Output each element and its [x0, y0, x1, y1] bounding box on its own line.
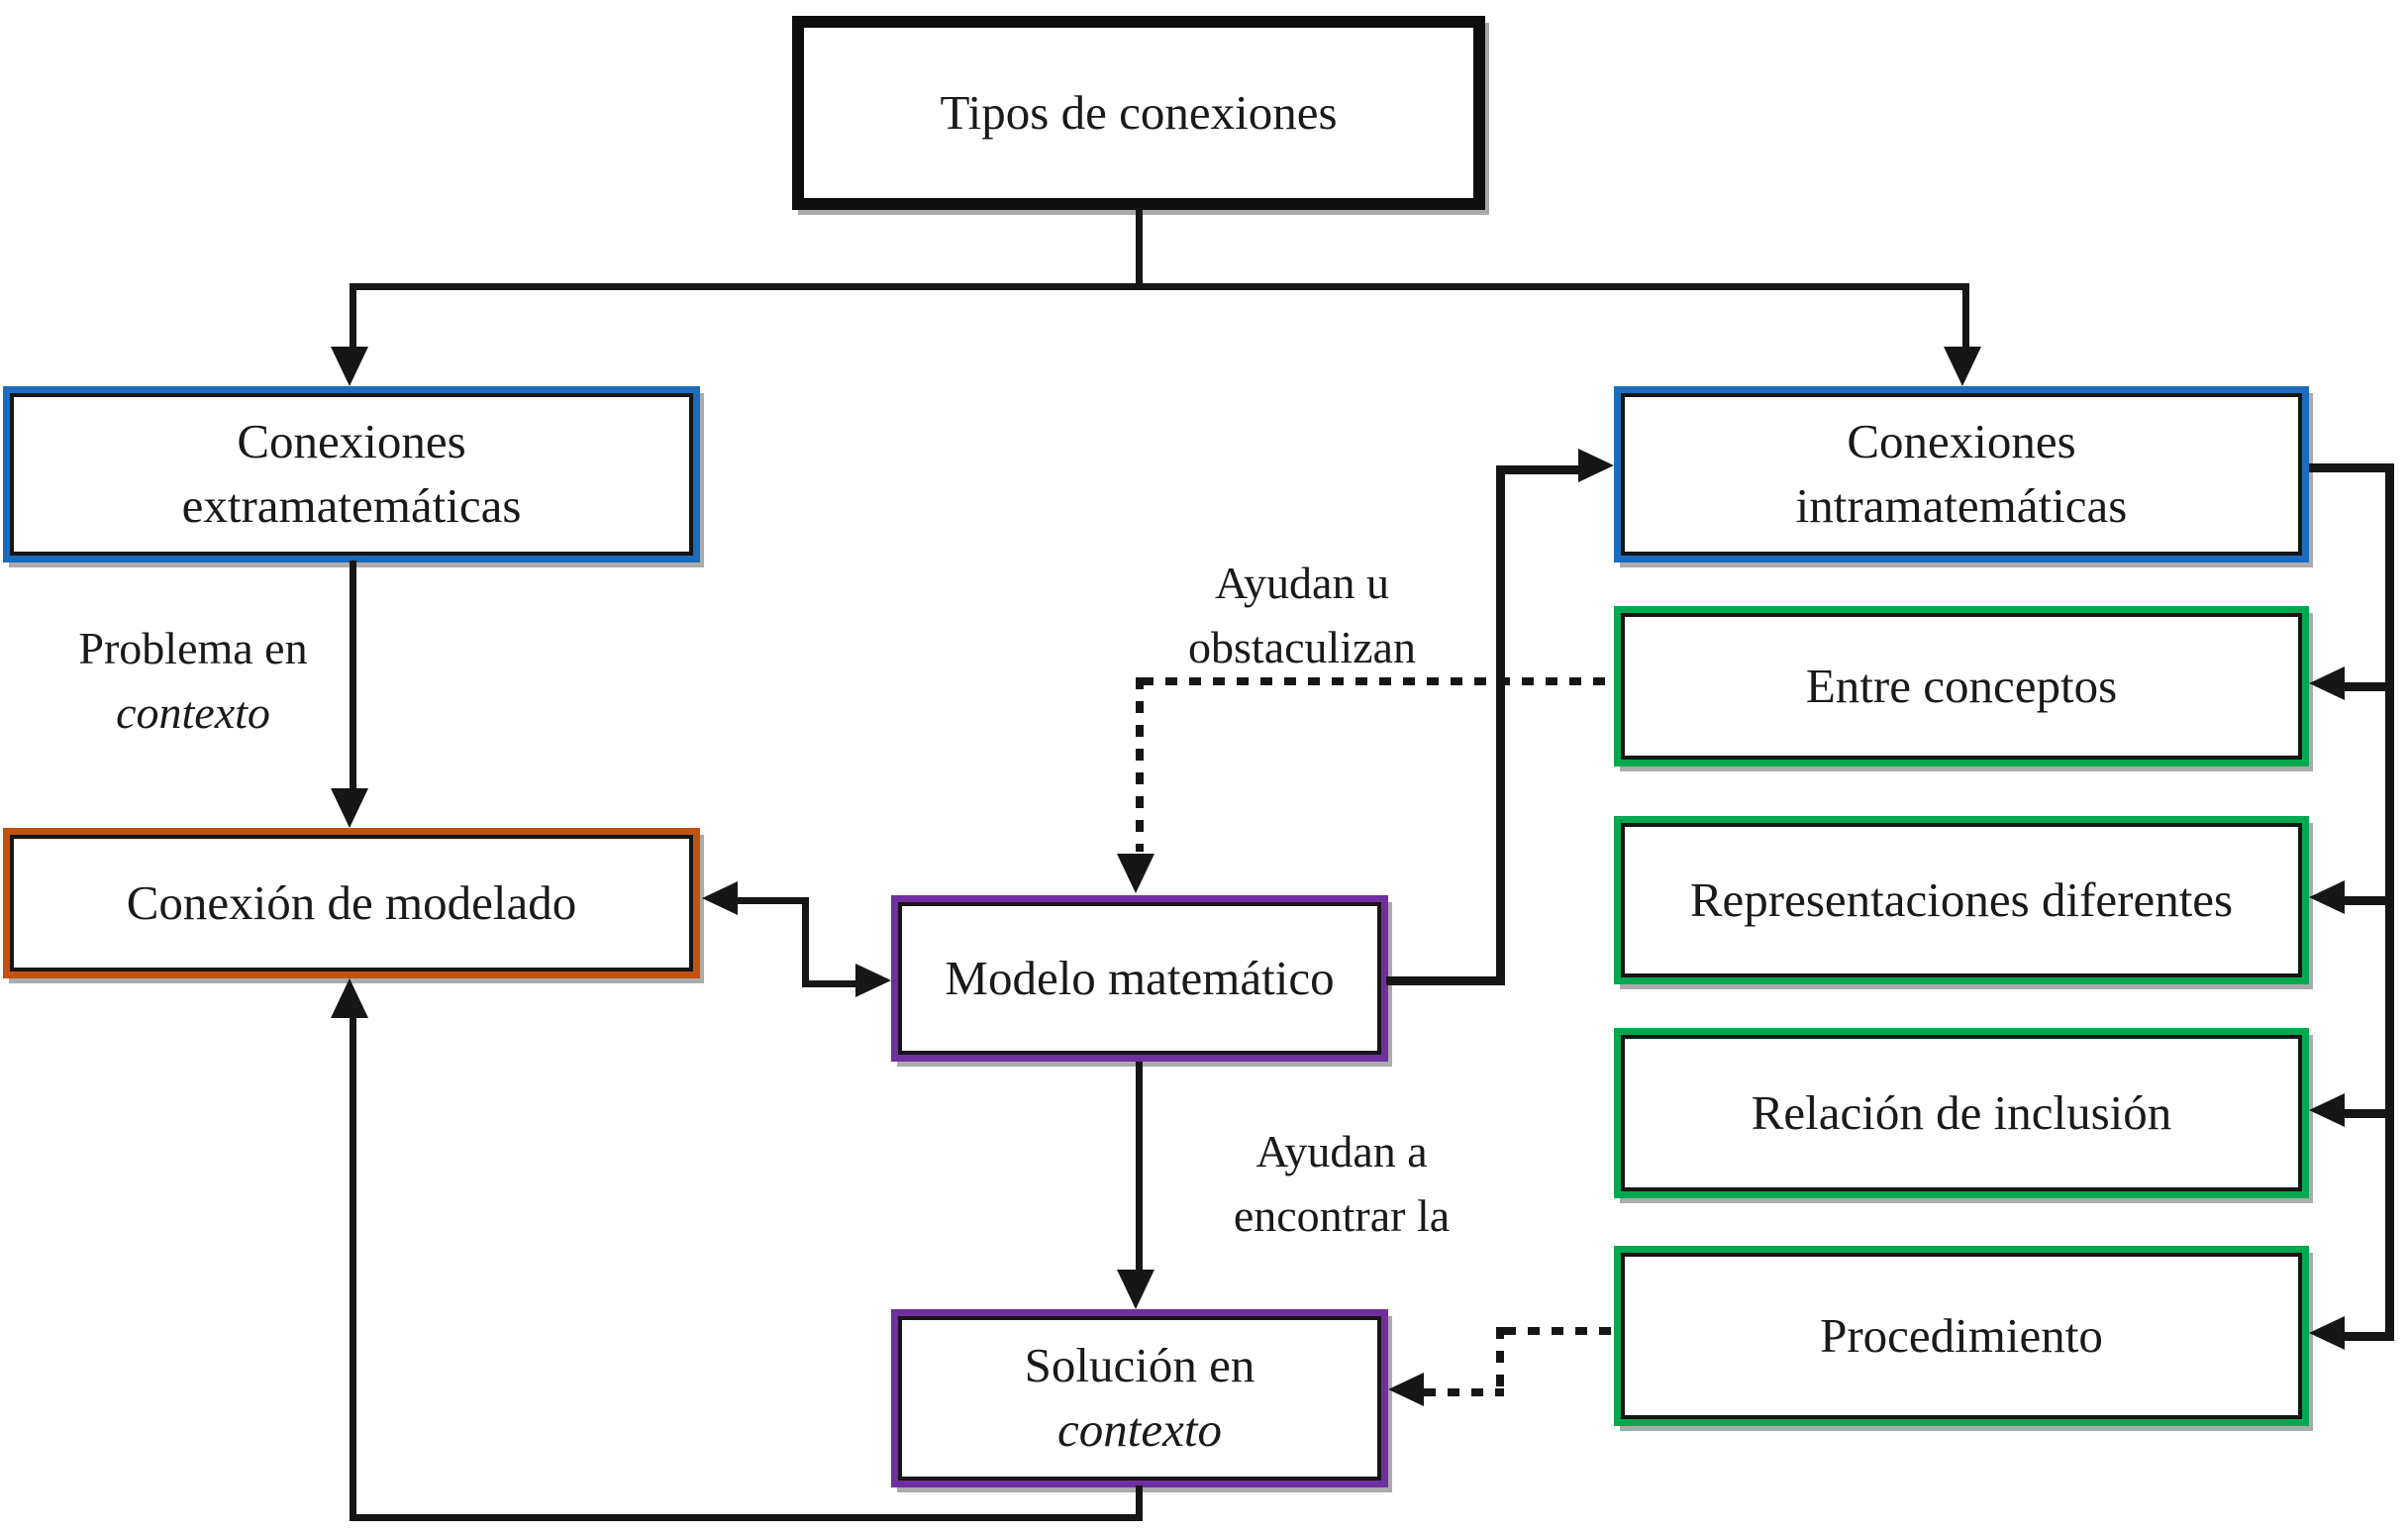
edge-loop-bottom	[350, 1514, 1143, 1521]
edge-stub-procedimiento	[2343, 1332, 2394, 1341]
node-entre-conceptos: Entre conceptos	[1614, 606, 2309, 766]
node-label: Representaciones diferentes	[1689, 871, 2234, 927]
edge-riser-to-intramatematicas	[1496, 465, 1580, 474]
node-conexion-de-modelado: Conexión de modelado	[3, 828, 700, 978]
edge-modelo-riser-v	[1496, 465, 1505, 985]
edge-to-intramatematicas	[1962, 283, 1969, 349]
edge-extramatematicas-modelado	[350, 561, 356, 790]
node-label: Modelo matemático	[945, 950, 1335, 1005]
node-modelo-matematico: Modelo matemático	[891, 895, 1388, 1062]
arrowhead-into-modelado-bottom	[331, 978, 368, 1018]
edge-label-problema-en-contexto: Problema en contexto	[78, 623, 308, 739]
arrowhead-into-solucion-right	[1388, 1373, 1424, 1406]
arrowhead-into-solucion-top	[1117, 1270, 1154, 1309]
edge-zlink-v	[802, 897, 809, 987]
edge-dotted-procedimiento-v	[1496, 1327, 1504, 1394]
edge-stub-relacion	[2343, 1109, 2394, 1118]
node-relacion-de-inclusion: Relación de inclusión	[1614, 1028, 2309, 1198]
edge-zlink-h1	[728, 897, 807, 904]
arrowhead-into-modelado-top	[331, 788, 368, 828]
edge-tipos-drop	[1136, 208, 1143, 287]
edge-stub-entre-conceptos	[2343, 682, 2394, 691]
edge-zlink-h2	[802, 980, 859, 987]
node-label: Entre conceptos	[1805, 658, 2118, 713]
arrowhead-into-entre-conceptos	[2309, 666, 2345, 700]
arrowhead-into-extramatematicas	[331, 347, 368, 386]
edge-dotted-obstaculizan-h	[1142, 677, 1614, 685]
node-label: Relación de inclusión	[1751, 1084, 2172, 1140]
arrowhead-into-representaciones	[2309, 880, 2345, 914]
edge-label-ayudan-u-obstaculizan: Ayudan u obstaculizan	[1188, 558, 1416, 673]
node-procedimiento: Procedimiento	[1614, 1246, 2309, 1426]
edge-dotted-procedimiento-h1	[1504, 1327, 1614, 1335]
arrowhead-into-intramatematicas-left	[1578, 449, 1614, 482]
edge-modelo-riser-h	[1386, 976, 1503, 985]
arrowhead-into-modelo-left	[855, 964, 891, 997]
node-label: Conexión de modelado	[126, 874, 577, 930]
edge-distributor	[352, 283, 1969, 290]
edge-loop-down	[1136, 1485, 1143, 1521]
node-tipos-de-conexiones: Tipos de conexiones	[792, 16, 1485, 210]
node-label: Procedimiento	[1820, 1307, 2103, 1363]
edge-dotted-procedimiento-h2	[1424, 1388, 1504, 1396]
edge-label-ayudan-a-encontrar-la: Ayudan a encontrar la	[1233, 1126, 1451, 1242]
edge-modelo-solucion	[1136, 1062, 1143, 1270]
arrowhead-into-intramatematicas	[1944, 347, 1981, 386]
node-representaciones-diferentes: Representaciones diferentes	[1614, 816, 2309, 984]
edge-to-extramatematicas	[350, 283, 356, 349]
arrowhead-into-procedimiento	[2309, 1316, 2345, 1350]
edge-trunk-top	[2309, 463, 2394, 472]
node-label: Tipos de conexiones	[940, 84, 1338, 140]
arrowhead-into-relacion	[2309, 1093, 2345, 1127]
edge-loop-up	[350, 1018, 356, 1521]
edge-dotted-obstaculizan-v	[1136, 677, 1144, 852]
edge-stub-representaciones	[2343, 896, 2394, 905]
arrowhead-into-modelo-top	[1117, 854, 1154, 893]
